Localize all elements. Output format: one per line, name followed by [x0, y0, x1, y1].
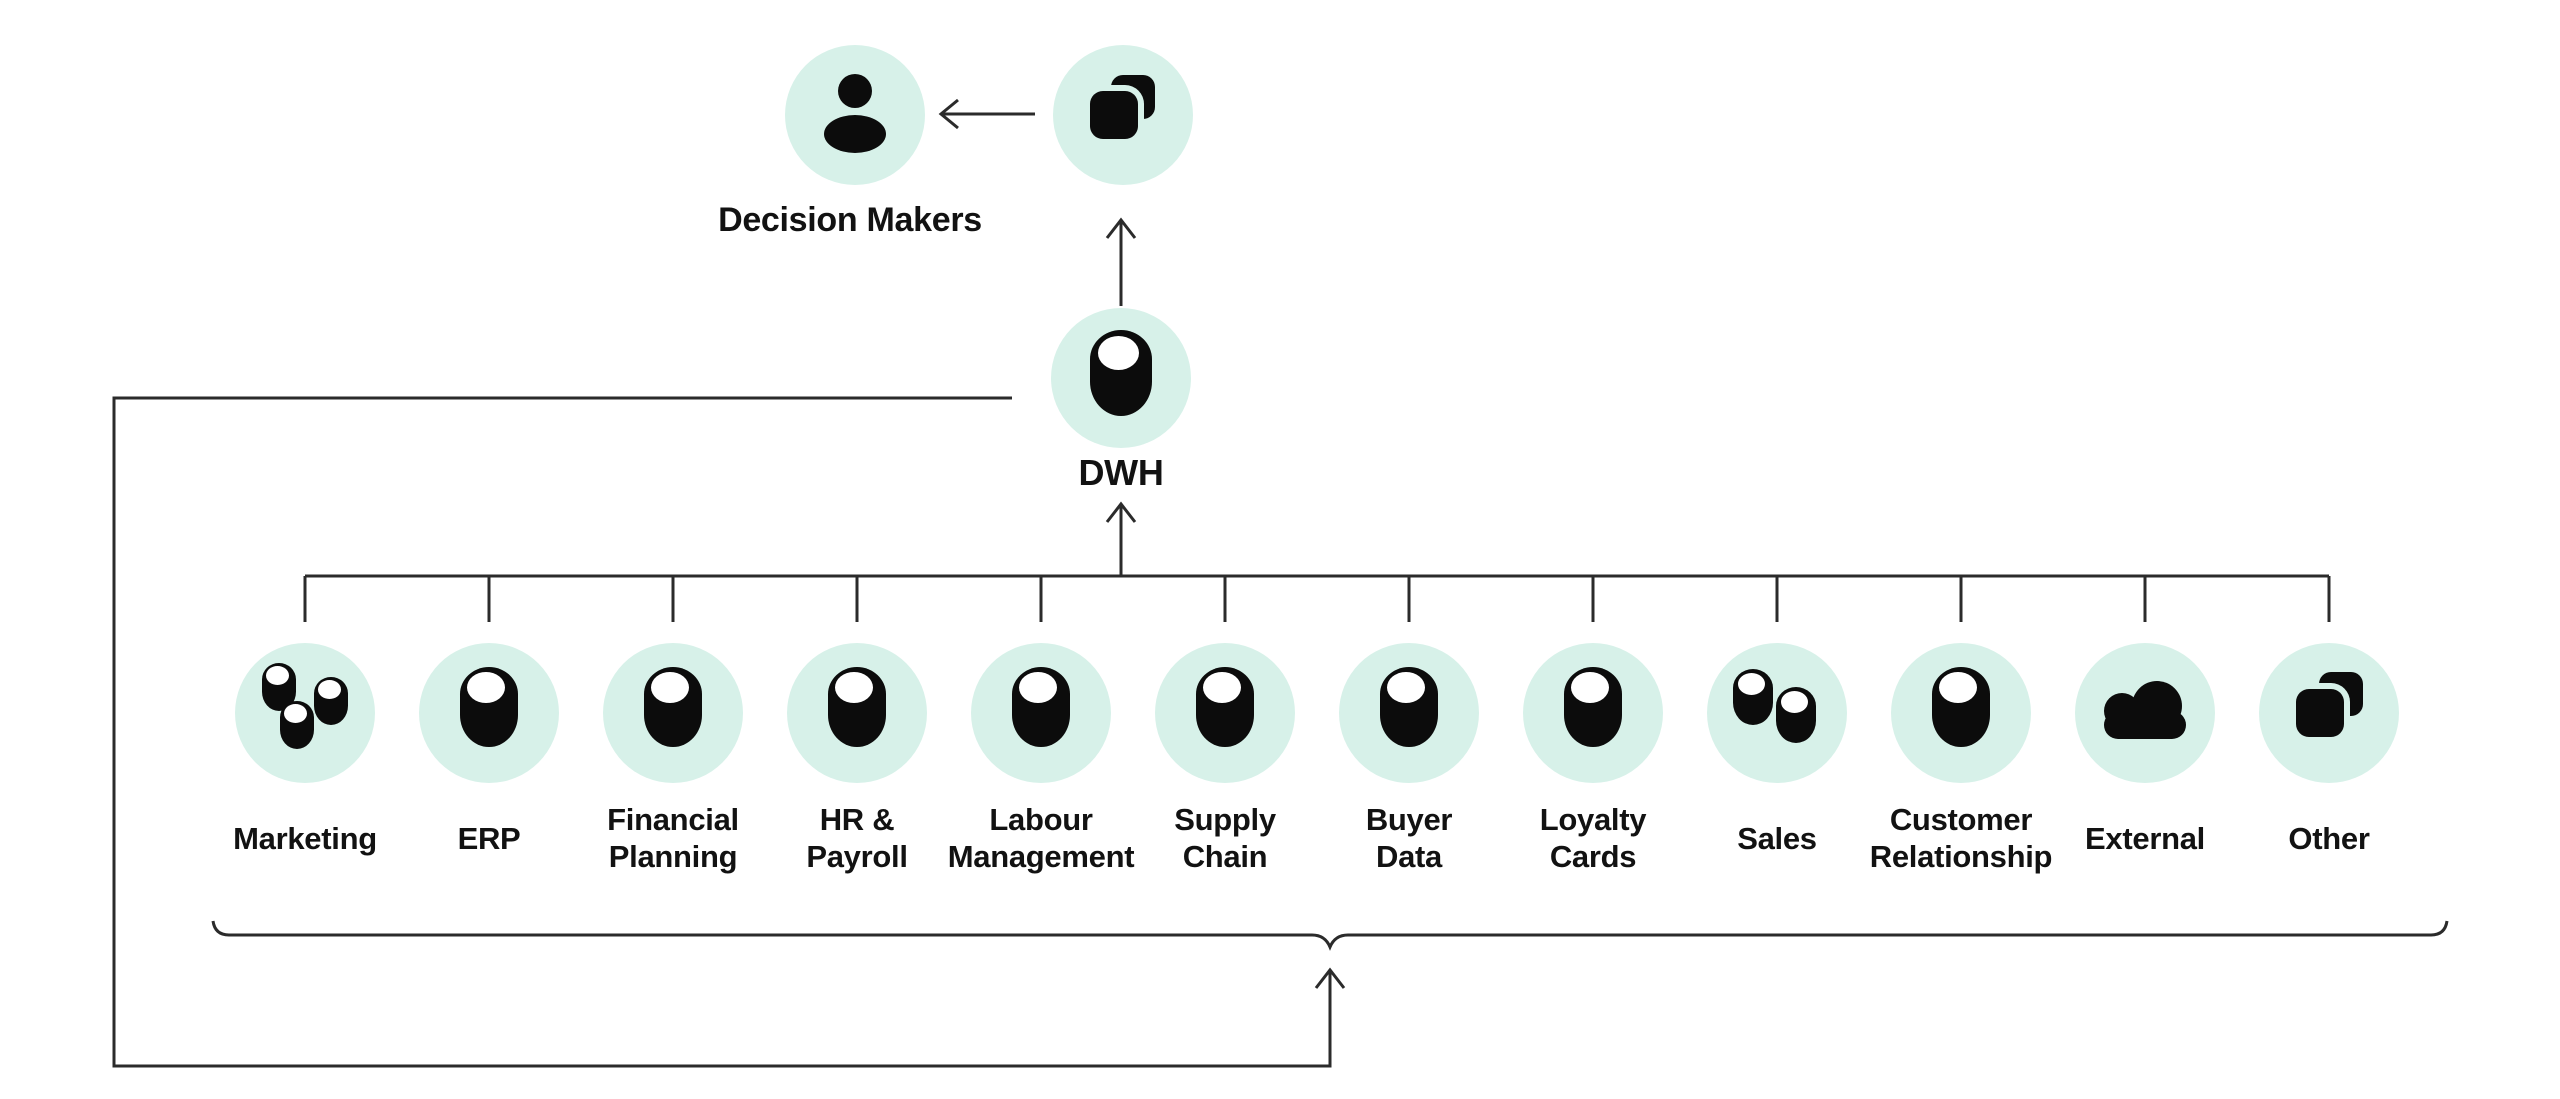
database-icon	[419, 643, 559, 783]
source-circle	[971, 643, 1111, 783]
dwh-label: DWH	[1078, 452, 1164, 493]
source-circle	[787, 643, 927, 783]
copy-icon	[1053, 45, 1193, 185]
arrowhead-left	[938, 98, 959, 130]
source-circle	[1523, 643, 1663, 783]
source-label: ERP	[457, 820, 521, 856]
two-databases-icon	[1707, 643, 1847, 783]
source-label: Sales	[1737, 820, 1817, 856]
source-circle	[603, 643, 743, 783]
source-circle	[2075, 643, 2215, 783]
database-icon	[1339, 643, 1479, 783]
source-circle	[419, 643, 559, 783]
decision-makers-node	[785, 45, 925, 185]
database-icon	[1155, 643, 1295, 783]
copy-icon	[2259, 643, 2399, 783]
database-icon	[1891, 643, 2031, 783]
arrowhead-up	[1105, 501, 1137, 523]
arrowhead-up	[1314, 967, 1346, 989]
reports-node	[1053, 45, 1193, 185]
database-icon	[1523, 643, 1663, 783]
source-label: External	[2085, 820, 2205, 856]
source-circle	[2259, 643, 2399, 783]
source-label: HR &Payroll	[806, 802, 908, 874]
source-label: Other	[2288, 820, 2370, 856]
sources-brace	[211, 920, 2449, 951]
arrowhead-up	[1105, 217, 1137, 239]
cloud-icon	[2075, 643, 2215, 783]
database-icon	[1051, 308, 1191, 448]
dwh-feedback-route	[112, 396, 1332, 1068]
source-circle	[1707, 643, 1847, 783]
database-icon	[971, 643, 1111, 783]
sources-bracket	[303, 574, 2331, 622]
database-icon	[603, 643, 743, 783]
dwh-node	[1051, 308, 1191, 448]
person-icon	[785, 45, 925, 185]
database-icon	[787, 643, 927, 783]
source-circle	[1891, 643, 2031, 783]
source-circle	[1155, 643, 1295, 783]
source-circle	[235, 643, 375, 783]
source-label: Marketing	[233, 820, 377, 856]
decision-makers-label: Decision Makers	[718, 201, 982, 239]
source-circle	[1339, 643, 1479, 783]
three-databases-icon	[235, 643, 375, 783]
